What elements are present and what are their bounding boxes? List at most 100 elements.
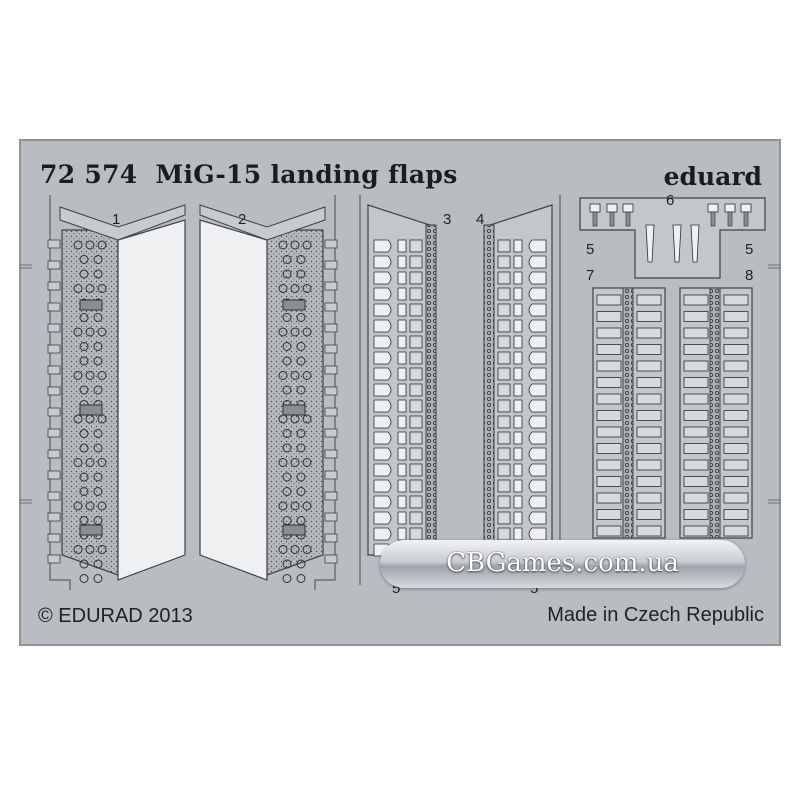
flap-2-hinge-tab (324, 260, 338, 270)
flap-2-rivet (290, 458, 300, 467)
flap-3-slot (397, 367, 407, 381)
flap-2-rivet (282, 255, 292, 264)
flap-1-hinge-tab (47, 281, 61, 291)
flap-4-slot (513, 271, 523, 285)
flap-2-rivet (278, 284, 288, 293)
flap-2-rivet (282, 559, 292, 569)
hinge-8-spine (709, 287, 721, 539)
flap-4-rib (528, 303, 547, 317)
flap-3-rib (373, 383, 392, 397)
flap-1-rivet (93, 472, 103, 482)
flap-1-rivet (97, 501, 107, 511)
hinge-7-leaf (596, 294, 622, 306)
flap-1-hinge-tab (47, 428, 61, 438)
bracket-pin (710, 211, 716, 227)
hinge-7-leaf (636, 294, 662, 306)
flap-2-hinge-tab (324, 386, 338, 396)
flap-3-slot (397, 351, 407, 365)
hinge-8-leaf (723, 525, 749, 537)
flap-4-cell (497, 495, 511, 509)
hinge-7-leaf (636, 311, 662, 322)
hinge-7-leaf (596, 476, 622, 487)
watermark-text: CBGames.com.ua (446, 548, 679, 578)
flap-2-rivet (278, 327, 288, 337)
flap-2-rivet (282, 487, 292, 496)
flap-1-rivet (73, 327, 83, 337)
flap-4-cell (497, 303, 511, 317)
flap-4-rib (528, 239, 547, 253)
flap-1-rivet (97, 284, 107, 293)
flap-1-rivet (79, 313, 89, 322)
flap-3-cell (409, 431, 423, 445)
flap-1-access-hole (79, 299, 103, 311)
flap-2-rivet (296, 559, 306, 569)
part-number-5-right: 5 (745, 241, 754, 258)
flap-1-rivet (79, 429, 89, 438)
flap-3-rib (373, 495, 392, 509)
flap-4-cell (497, 527, 511, 541)
hinge-8-leaf (683, 492, 709, 504)
hinge-7-spine (622, 287, 634, 539)
flap-1-rivet (93, 487, 103, 496)
flap-4-slot (513, 255, 523, 269)
flap-2-hinge-tab (324, 281, 338, 291)
flap-3-cell (409, 271, 423, 285)
flap-4-cell (497, 271, 511, 285)
hinge-8-leaf (683, 327, 709, 339)
flap-1-rivet (79, 356, 89, 366)
flap-3-cell (409, 399, 423, 413)
part-number-4: 4 (476, 211, 485, 228)
part-number-7: 7 (586, 267, 595, 284)
flap-3-cell (409, 367, 423, 381)
flap-1-rivet (85, 371, 95, 380)
flap-3-rib (373, 367, 392, 381)
flap-3-rib (373, 239, 392, 253)
hinge-7-leaf (636, 492, 662, 504)
bracket-pin (609, 211, 615, 227)
hinge-7-leaf (596, 393, 622, 405)
hinge-8-leaf (723, 476, 749, 487)
flap-2-hinge-tab (324, 470, 338, 480)
flap-1-rivet (93, 385, 103, 395)
flap-2-rivet (290, 327, 300, 337)
hinge-8-leaf (723, 377, 749, 388)
flap-3-cell (409, 383, 423, 397)
flap-3-cell (409, 495, 423, 509)
flap-4-cell (497, 399, 511, 413)
flap-3-rib (373, 415, 392, 429)
flap-4-rib (528, 463, 547, 477)
flap-2-rivet (282, 342, 292, 351)
sheet-subject: MiG-15 landing flaps (155, 160, 458, 189)
flap-4-slot (513, 447, 523, 461)
flap-4-rib (528, 367, 547, 381)
flap-3-cell (409, 351, 423, 365)
flap-1-rivet (93, 313, 103, 322)
flap-2-rivet (302, 284, 312, 293)
flap-2-rivet (296, 356, 306, 366)
flap-4-cell (497, 287, 511, 301)
flap-2-access-hole (282, 404, 306, 416)
flap-1-rivet (73, 284, 83, 293)
flap-4-rib (528, 415, 547, 429)
flap-3-cell (409, 303, 423, 317)
flap-3-cell (409, 239, 423, 253)
hinge-7-leaf (636, 459, 662, 471)
hinge-8-leaf (683, 360, 709, 372)
flap-4-rib (528, 479, 547, 493)
flap-3-cell (409, 335, 423, 349)
flap-1-hinge-tab (47, 407, 61, 417)
bracket-clip (589, 203, 601, 213)
hinge-8-leaf (723, 492, 749, 504)
bracket-pin (592, 211, 598, 227)
flap-3-rib (373, 463, 392, 477)
flap-4-slot (513, 335, 523, 349)
hinge-8-leaf (723, 311, 749, 322)
flap-1-rivet (79, 443, 89, 453)
flap-3-cell (409, 463, 423, 477)
flap-1-rivet (79, 472, 89, 482)
flap-2-rivet (282, 429, 292, 438)
flap-1-rivet (93, 269, 103, 279)
flap-2-rivet (282, 472, 292, 482)
flap-1-hinge-tab (47, 512, 61, 522)
